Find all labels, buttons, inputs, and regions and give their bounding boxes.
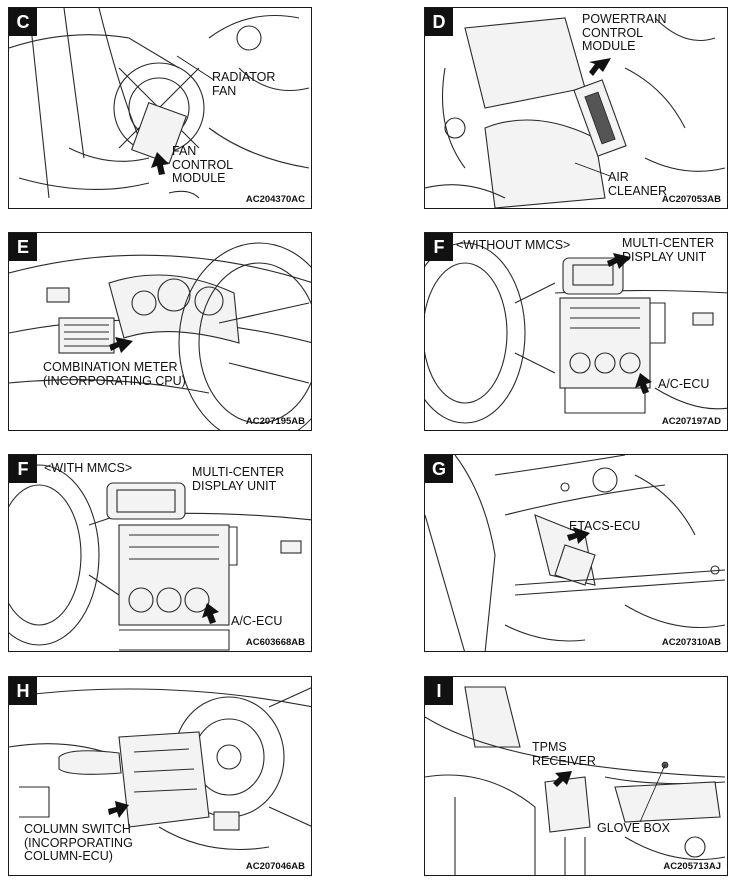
panel-e: E COMBINATION METER (INCORPORATING CPU) … <box>8 232 312 431</box>
panel-letter: H <box>9 677 37 705</box>
panel-i: I TPMS RECEIVER GLOVE BOX AC205713AJ <box>424 676 728 876</box>
column-switch-label: COLUMN SWITCH (INCORPORATING COLUMN-ECU) <box>24 822 133 863</box>
figure-code: AC204370AC <box>245 194 305 205</box>
without-mmcs-label: <WITHOUT MMCS> <box>456 238 571 252</box>
multi-center-display-illustration <box>9 464 311 651</box>
panel-letter: E <box>9 233 37 261</box>
panel-letter: F <box>9 455 37 483</box>
panel-letter: F <box>425 233 453 261</box>
panel-d: D POWERTRAIN CONTROL MODULE AIR CLEANER … <box>424 7 728 209</box>
ac-ecu-label: A/C-ECU <box>231 614 283 628</box>
panel-letter: D <box>425 8 453 36</box>
tpms-receiver-label: TPMS RECEIVER <box>532 740 596 768</box>
fan-control-module-label: FAN CONTROL MODULE <box>172 144 234 185</box>
figure-code: AC207310AB <box>661 637 721 648</box>
panel-h: H COLUMN SWITCH (INCORPORATING COLUMN-EC… <box>8 676 312 876</box>
powertrain-control-module-label: POWERTRAIN CONTROL MODULE <box>582 12 667 53</box>
glove-box-label: GLOVE BOX <box>597 821 670 835</box>
ac-ecu-label: A/C-ECU <box>658 377 710 391</box>
multi-center-display-label: MULTI-CENTER DISPLAY UNIT <box>192 465 285 493</box>
combination-meter-label: COMBINATION METER (INCORPORATING CPU) <box>43 360 186 388</box>
figure-code: AC207197AD <box>661 416 721 427</box>
multi-center-display-label: MULTI-CENTER DISPLAY UNIT <box>622 236 715 264</box>
panel-f-without-mmcs: F <WITHOUT MMCS> MULTI-CENTER DISPLAY UN… <box>424 232 728 431</box>
figure-code: AC603668AB <box>245 637 305 648</box>
figure-code: AC207053AB <box>661 194 721 205</box>
radiator-fan-illustration <box>9 8 310 199</box>
panel-f-with-mmcs: F <WITH MMCS> MULTI-CENTER DISPLAY UNIT … <box>8 454 312 652</box>
column-switch-illustration <box>9 687 311 851</box>
panel-c: C RADIATOR FAN FAN CONTROL MODULE AC2043… <box>8 7 312 209</box>
figure-code: AC207195AB <box>245 416 305 427</box>
combination-meter-illustration <box>9 242 311 430</box>
multi-center-display-illustration <box>425 242 727 424</box>
with-mmcs-label: <WITH MMCS> <box>44 461 133 475</box>
air-cleaner-label: AIR CLEANER <box>608 170 668 198</box>
powertrain-control-module-illustration <box>425 17 726 208</box>
panel-letter: G <box>425 455 453 483</box>
panel-letter: I <box>425 677 453 705</box>
figure-code: AC207046AB <box>245 861 305 872</box>
etacs-ecu-label: ETACS-ECU <box>569 519 641 533</box>
tpms-receiver-illustration <box>425 686 726 875</box>
figure-code: AC205713AJ <box>663 861 721 872</box>
radiator-fan-label: RADIATOR FAN <box>212 70 276 98</box>
panel-letter: C <box>9 8 37 36</box>
panel-g: G ETACS-ECU AC207310AB <box>424 454 728 652</box>
etacs-ecu-illustration <box>425 455 726 651</box>
